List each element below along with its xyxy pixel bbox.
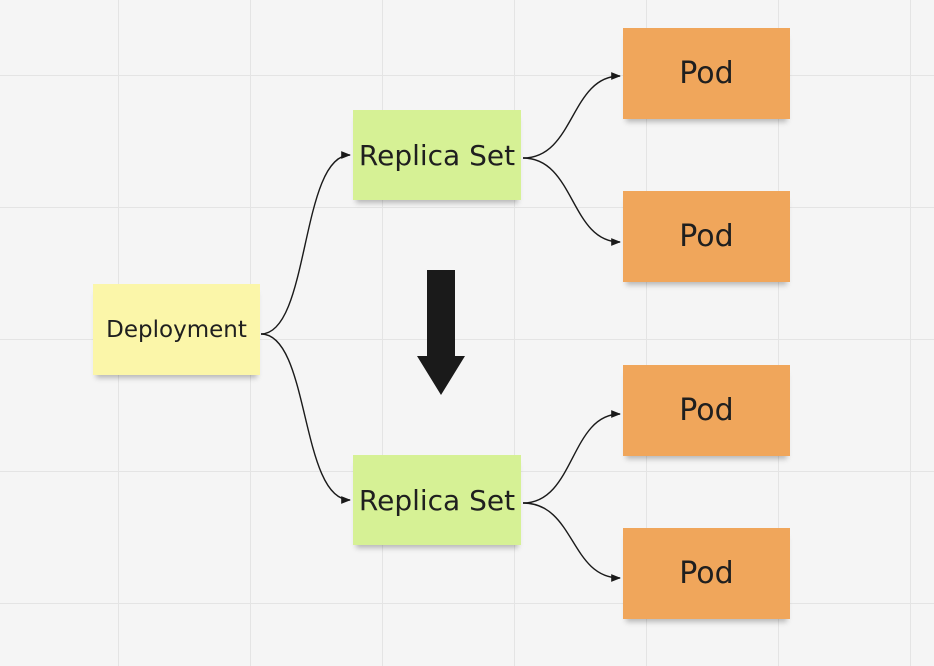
pod-note-1[interactable]: Pod <box>623 28 790 119</box>
connector-replica-set-1-to-pod-1[interactable] <box>522 72 621 159</box>
replica-set-note-1[interactable]: Replica Set <box>353 110 521 200</box>
down-arrow-icon <box>417 270 465 395</box>
replica-set-label: Replica Set <box>358 483 516 517</box>
connector-deployment-to-replica-set-1[interactable] <box>260 151 351 335</box>
deployment-note[interactable]: Deployment <box>93 284 260 375</box>
pod-label: Pod <box>679 219 734 254</box>
replica-set-note-2[interactable]: Replica Set <box>353 455 521 545</box>
connector-replica-set-1-to-pod-2[interactable] <box>522 157 621 246</box>
deployment-label: Deployment <box>106 316 247 343</box>
connector-replica-set-2-to-pod-4[interactable] <box>522 502 621 582</box>
connector-replica-set-2-to-pod-3[interactable] <box>522 410 621 504</box>
pod-label: Pod <box>679 393 734 428</box>
connector-deployment-to-replica-set-2[interactable] <box>260 333 351 504</box>
pod-note-4[interactable]: Pod <box>623 528 790 619</box>
pod-note-2[interactable]: Pod <box>623 191 790 282</box>
pod-label: Pod <box>679 56 734 91</box>
pod-note-3[interactable]: Pod <box>623 365 790 456</box>
pod-label: Pod <box>679 556 734 591</box>
replica-set-label: Replica Set <box>358 138 516 172</box>
